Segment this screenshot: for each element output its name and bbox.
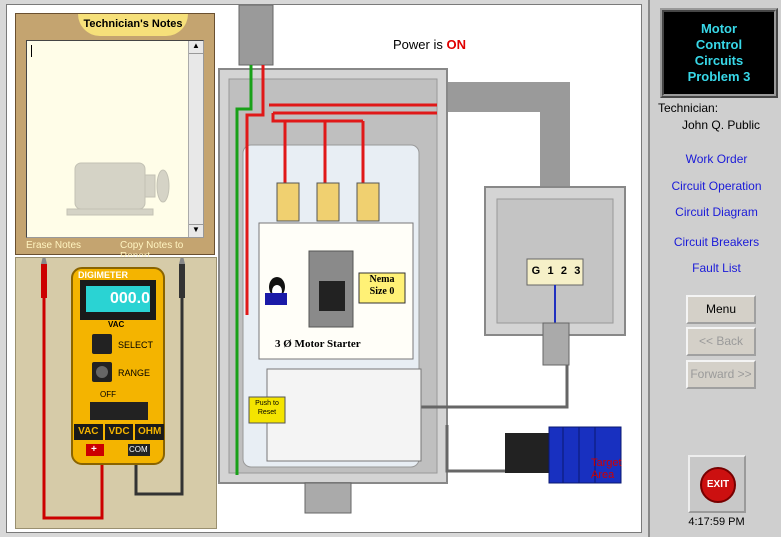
mode-switch[interactable]: [90, 402, 148, 420]
meter-brand: DIGIMETER: [78, 270, 129, 280]
contactor-armature: [308, 250, 354, 328]
select-label: SELECT: [118, 340, 154, 350]
vac-button[interactable]: VAC: [74, 424, 103, 440]
junction-conduit: [542, 322, 570, 366]
backplate: [242, 144, 420, 468]
starter-enclosure: [218, 68, 448, 484]
nema-label-line2: Size 0: [369, 286, 395, 297]
power-status: Power is ON: [393, 37, 466, 52]
menu-button[interactable]: Menu: [686, 295, 756, 324]
notes-textarea[interactable]: ▲ ▼: [26, 40, 204, 238]
bottom-conduit: [304, 482, 352, 514]
terminal-labels: G 1 2 3: [528, 265, 584, 277]
motor-watermark-icon: [66, 162, 170, 216]
nema-label-line1: Nema: [369, 274, 395, 285]
circuit-breakers-link[interactable]: Circuit Breakers: [673, 235, 760, 249]
plus-label: +: [91, 444, 97, 455]
top-conduit: [238, 5, 274, 66]
wires: [235, 65, 569, 475]
starter-name: 3 Ø Motor Starter: [275, 338, 361, 350]
work-order-link[interactable]: Work Order: [685, 152, 748, 166]
terminal-g[interactable]: G: [531, 265, 541, 277]
contactor-window: [319, 281, 345, 311]
terminal-2[interactable]: 2: [560, 265, 567, 277]
title-line-1: Motor: [700, 21, 738, 36]
elbow-conduit: [437, 82, 570, 195]
back-button[interactable]: << Back: [686, 327, 756, 356]
notes-scrollbar[interactable]: ▲ ▼: [188, 41, 203, 237]
line-terminals: [276, 182, 380, 222]
overload-relay: [266, 368, 422, 462]
off-label: OFF: [100, 390, 116, 399]
meter-display: [86, 286, 150, 312]
copy-notes-link[interactable]: Copy Notes to Report: [120, 240, 184, 262]
title-line-3: Circuits: [694, 53, 744, 68]
com-jack: [128, 444, 150, 456]
junction-box-inner: [496, 198, 614, 324]
circuit-operation-link[interactable]: Circuit Operation: [671, 179, 762, 193]
terminal-3[interactable]: 3: [574, 265, 581, 277]
range-label: RANGE: [118, 368, 151, 378]
circuit-diagram-link[interactable]: Circuit Diagram: [675, 205, 758, 219]
junction-box: [484, 186, 626, 336]
push-to-reset-button[interactable]: Push to Reset: [249, 399, 285, 417]
meter-reading: 000.0: [109, 290, 150, 307]
exit-button-frame: EXIT: [688, 455, 746, 513]
clock: 4:17:59 PM: [688, 516, 745, 528]
erase-notes-link[interactable]: Erase Notes: [26, 240, 82, 251]
technician-name: John Q. Public: [682, 118, 761, 132]
target-area-label[interactable]: Target Area: [591, 457, 622, 481]
mode-buttons: VAC VDC OHM: [74, 424, 165, 440]
problem-title: Motor Control Circuits Problem 3: [660, 8, 778, 98]
red-probe[interactable]: [41, 258, 104, 520]
technician-notes-panel: Technician's Notes ▲ ▼ Erase Notes: [15, 13, 215, 262]
com-label: COM: [129, 445, 148, 454]
exit-button[interactable]: EXIT: [700, 467, 736, 503]
text-cursor: [31, 45, 32, 57]
forward-button[interactable]: Forward >>: [686, 360, 756, 389]
scroll-up-icon[interactable]: ▲: [189, 41, 203, 54]
nema-label: Nema Size 0: [359, 274, 405, 298]
control-sidebar: Motor Control Circuits Problem 3 Technic…: [648, 0, 781, 537]
scroll-down-icon[interactable]: ▼: [189, 224, 203, 237]
digimeter-panel: DIGIMETER 000.0 VAC SELECT RANGE OFF VAC…: [15, 257, 217, 529]
technician-label: Technician:: [658, 101, 719, 115]
range-dial-icon: [96, 366, 108, 378]
title-line-2: Control: [695, 37, 743, 52]
power-status-value[interactable]: ON: [446, 37, 466, 52]
ohm-button[interactable]: OHM: [135, 424, 165, 440]
power-status-label: Power is: [393, 37, 443, 52]
black-probe[interactable]: [134, 258, 185, 496]
fault-list-link[interactable]: Fault List: [692, 261, 741, 275]
linux-tux-icon: [265, 277, 287, 305]
title-line-4: Problem 3: [687, 69, 751, 84]
terminal-1[interactable]: 1: [547, 265, 554, 277]
notes-title: Technician's Notes: [78, 14, 188, 36]
plus-jack: [86, 444, 104, 456]
reset-label-line2: Reset: [257, 409, 277, 416]
vdc-button[interactable]: VDC: [104, 424, 134, 440]
meter-unit: VAC: [108, 320, 125, 329]
simulation-stage: Technician's Notes ▲ ▼ Erase Notes: [6, 4, 642, 533]
select-button[interactable]: [92, 334, 112, 354]
reset-label-line1: Push to: [255, 400, 279, 407]
